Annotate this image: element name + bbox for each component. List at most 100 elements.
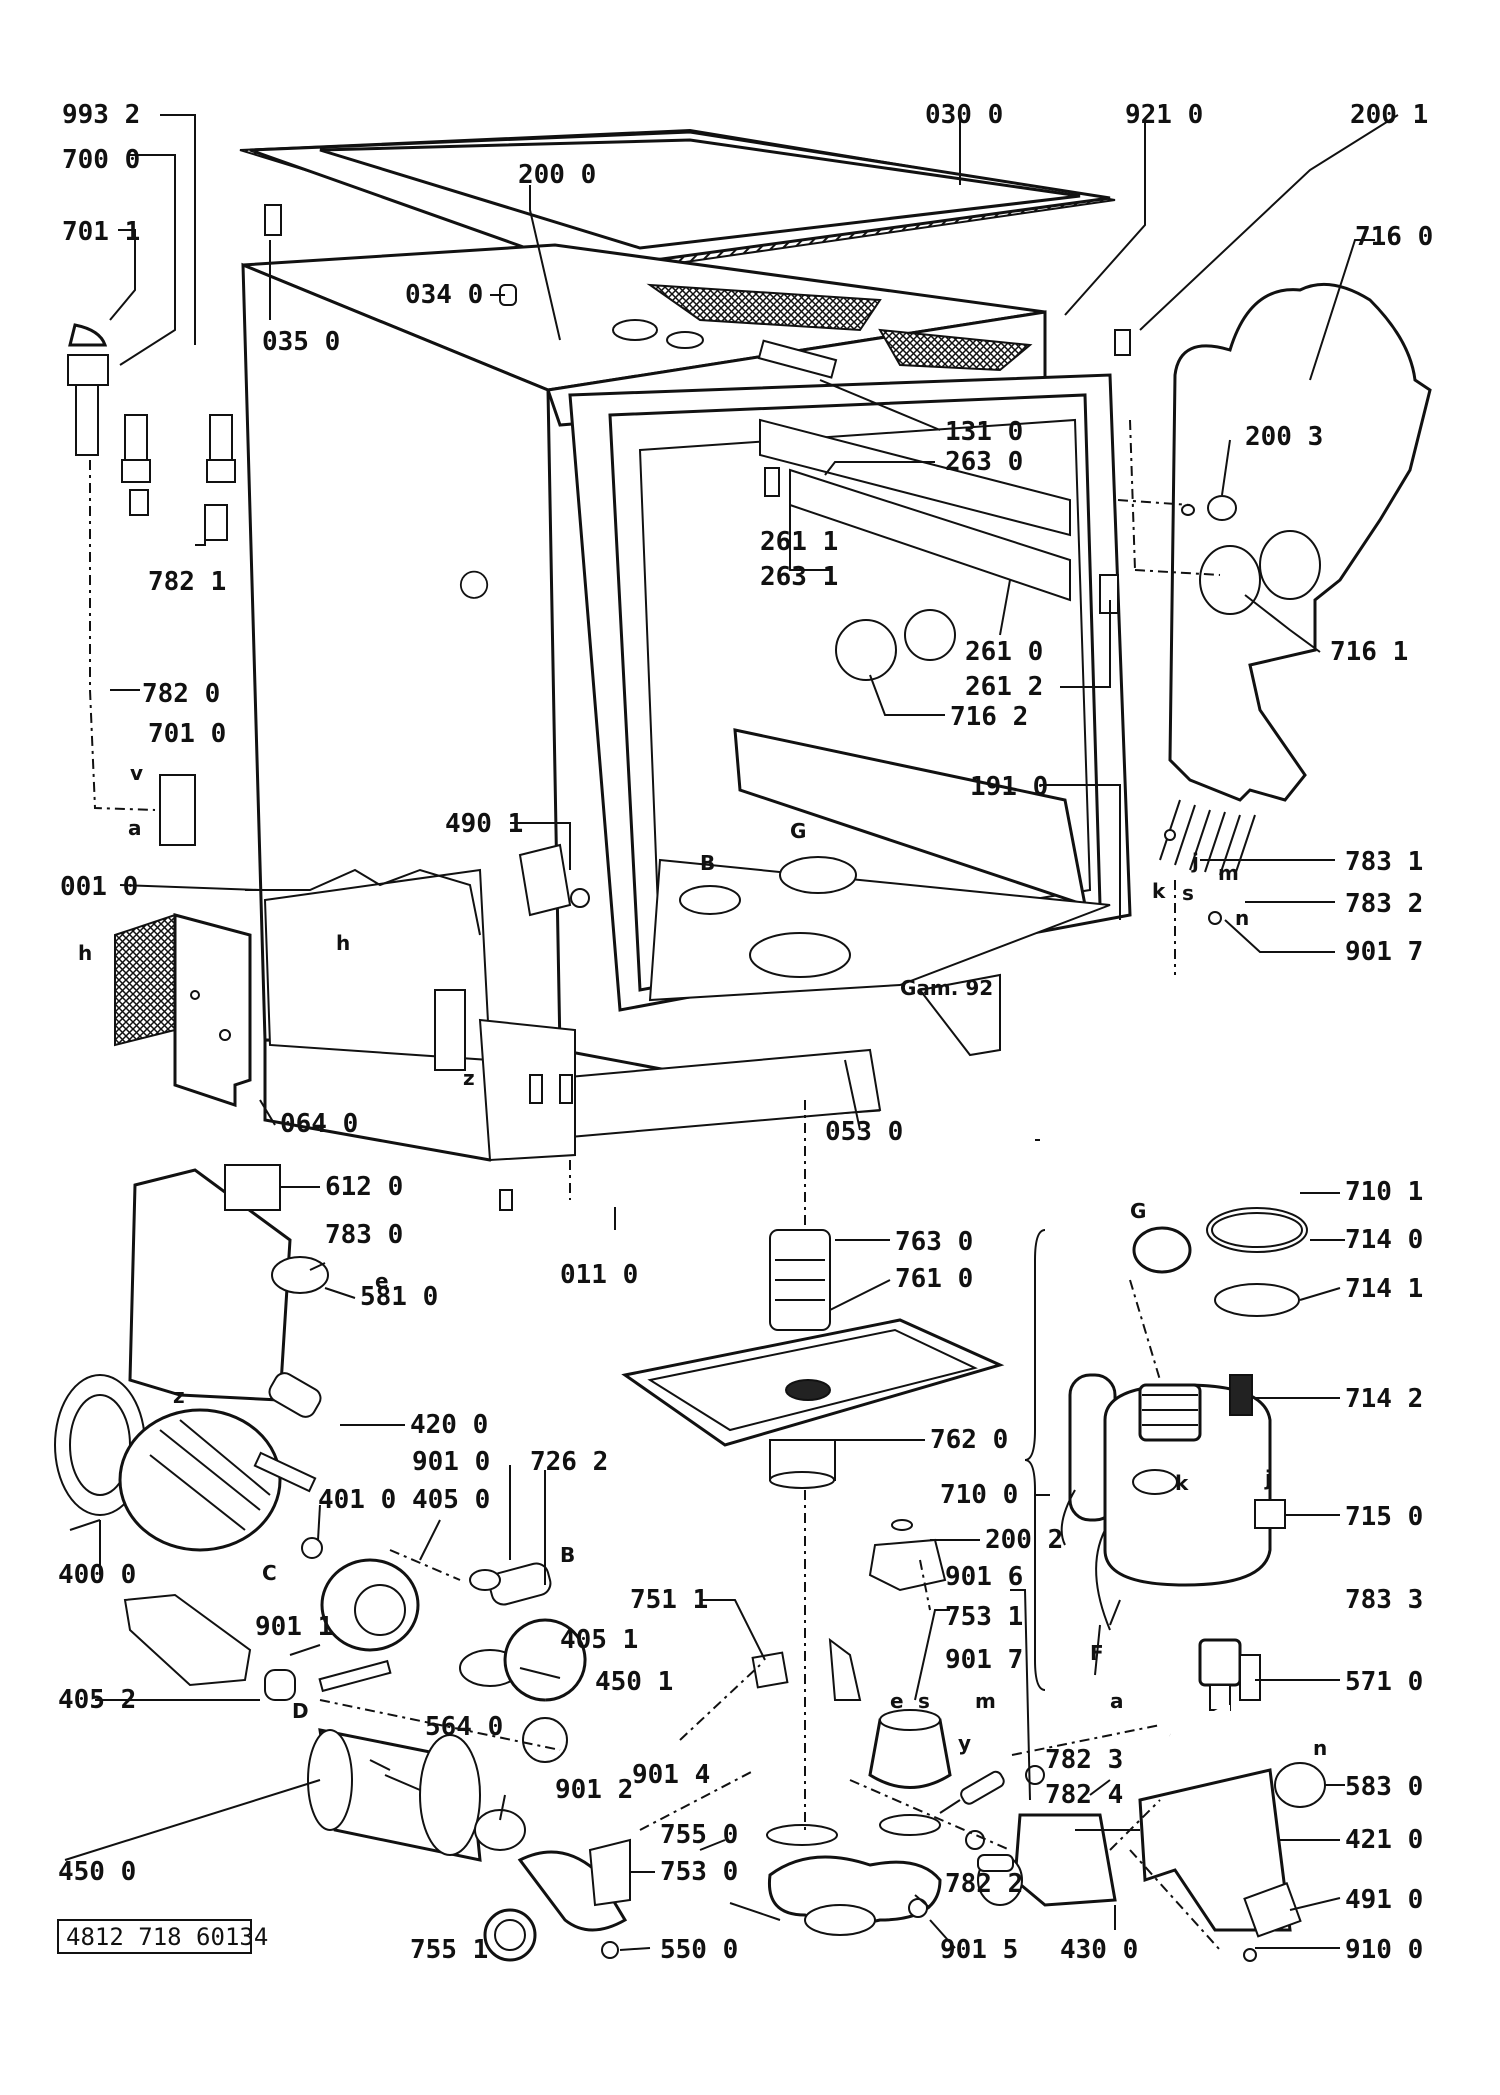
- callout-h-panel: h: [78, 941, 92, 965]
- bracket-035: [264, 204, 282, 236]
- label-405-2: 405 2: [58, 1685, 136, 1715]
- label-583-0: 583 0: [1345, 1772, 1423, 1802]
- wire-harness-783: [1159, 799, 1256, 925]
- label-710-0: 710 0: [940, 1480, 1018, 1510]
- label-783-2: 783 2: [1345, 889, 1423, 919]
- label-714-1: 714 1: [1345, 1274, 1423, 1304]
- label-030-0: 030 0: [925, 100, 1003, 130]
- label-783-1: 783 1: [1345, 847, 1423, 877]
- rod-131: [757, 339, 838, 379]
- label-200-1: 200 1: [1350, 100, 1428, 130]
- label-901-7-a: 901 7: [1345, 937, 1423, 967]
- label-755-1: 755 1: [410, 1935, 488, 1965]
- callout-e-nozzle: e: [890, 1689, 904, 1713]
- callout-d: D: [292, 1699, 309, 1723]
- label-491-0: 491 0: [1345, 1885, 1423, 1915]
- sump-753-0: [767, 1855, 942, 1926]
- thermostat-491: [1243, 1882, 1302, 1938]
- nozzle-753-1: [868, 1718, 952, 1789]
- label-716-2: 716 2: [950, 702, 1028, 732]
- callout-v: v: [130, 761, 143, 785]
- callout-k-wire: k: [1152, 879, 1166, 903]
- flow-meter-583: [1274, 1762, 1326, 1808]
- salt-cap-710-1: [1132, 1226, 1192, 1274]
- manufacture-stamp: Gam. 92: [900, 976, 993, 1000]
- assembly-axis-lines: [89, 419, 1221, 1951]
- label-550-0: 550 0: [660, 1935, 738, 1965]
- label-064-0: 064 0: [280, 1109, 358, 1139]
- connector-921: [1114, 329, 1131, 356]
- callout-j-softener: j: [1264, 1466, 1272, 1490]
- control-bracket: [128, 1164, 329, 1418]
- label-261-1: 261 1: [760, 527, 838, 557]
- label-490-1: 490 1: [445, 809, 523, 839]
- label-261-2: 261 2: [965, 672, 1043, 702]
- label-430-0: 430 0: [1060, 1935, 1138, 1965]
- ring-716-1a: [1199, 545, 1261, 615]
- label-726-2: 726 2: [530, 1447, 608, 1477]
- label-612-0: 612 0: [325, 1172, 403, 1202]
- callout-n-valve: n: [1313, 1736, 1327, 1760]
- callout-a: a: [128, 816, 142, 840]
- callout-b-hose: B: [560, 1543, 575, 1567]
- label-751-1: 751 1: [630, 1585, 708, 1615]
- clamp-782-4: [965, 1830, 985, 1850]
- label-420-0: 420 0: [410, 1410, 488, 1440]
- label-901-4: 901 4: [632, 1760, 710, 1790]
- label-571-0: 571 0: [1345, 1667, 1423, 1697]
- label-901-0: 901 0: [412, 1447, 490, 1477]
- heater-420: [268, 1372, 322, 1418]
- latch-261-1: [764, 467, 780, 497]
- label-714-2: 714 2: [1345, 1384, 1423, 1414]
- label-421-0: 421 0: [1345, 1825, 1423, 1855]
- label-901-6: 901 6: [945, 1562, 1023, 1592]
- label-763-0: 763 0: [895, 1227, 973, 1257]
- label-581-0: 581 0: [360, 1282, 438, 1312]
- label-762-0: 762 0: [930, 1425, 1008, 1455]
- callout-e-switch: e: [375, 1269, 389, 1293]
- sump-filter-assembly: [621, 1229, 1117, 1936]
- screw-011: [499, 1189, 513, 1211]
- label-261-0: 261 0: [965, 637, 1043, 667]
- callout-a-valve: a: [1110, 1689, 1124, 1713]
- label-716-1: 716 1: [1330, 637, 1408, 667]
- label-761-0: 761 0: [895, 1264, 973, 1294]
- label-450-0: 450 0: [58, 1857, 136, 1887]
- motor-pump-assembly: [54, 1374, 631, 1962]
- label-053-0: 053 0: [825, 1117, 903, 1147]
- worktop-panel: [239, 128, 1116, 272]
- label-700-0: 700 0: [62, 145, 140, 175]
- label-263-0: 263 0: [945, 447, 1023, 477]
- callout-f: F: [1090, 1641, 1104, 1665]
- label-753-1: 753 1: [945, 1602, 1023, 1632]
- pressure-switch-581: [271, 1256, 329, 1294]
- callout-n-wire: n: [1235, 906, 1249, 930]
- label-783-3: 783 3: [1345, 1585, 1423, 1615]
- callout-c: C: [262, 1561, 277, 1585]
- letter-callouts: a v h h z z B B G G C D e e s s m m y a …: [78, 761, 1327, 1760]
- callout-k-softener: k: [1175, 1471, 1189, 1495]
- document-number-box: 4812 718 60134: [57, 1919, 268, 1954]
- washer-200-3: [1207, 495, 1237, 521]
- callout-s-nozzle: s: [918, 1689, 930, 1713]
- label-714-0: 714 0: [1345, 1225, 1423, 1255]
- label-901-2: 901 2: [555, 1775, 633, 1805]
- label-910-0: 910 0: [1345, 1935, 1423, 1965]
- label-782-3: 782 3: [1045, 1745, 1123, 1775]
- label-035-0: 035 0: [262, 327, 340, 357]
- label-200-3: 200 3: [1245, 422, 1323, 452]
- callout-m-nozzle: m: [975, 1689, 996, 1713]
- inlet-valve-571: [1198, 1638, 1242, 1687]
- hose-clip-701-0: [159, 774, 196, 846]
- switch-714-2: [1229, 1374, 1253, 1416]
- callout-y: y: [958, 1731, 971, 1755]
- callout-g-tub: G: [790, 819, 806, 843]
- hose-cap-701-1: [68, 323, 108, 347]
- ring-716-1b: [1259, 530, 1321, 600]
- label-701-0: 701 0: [148, 719, 226, 749]
- label-782-1: 782 1: [148, 567, 226, 597]
- label-710-1: 710 1: [1345, 1177, 1423, 1207]
- label-034-0: 034 0: [405, 280, 483, 310]
- label-131-0: 131 0: [945, 417, 1023, 447]
- callout-s-wire: s: [1182, 881, 1194, 905]
